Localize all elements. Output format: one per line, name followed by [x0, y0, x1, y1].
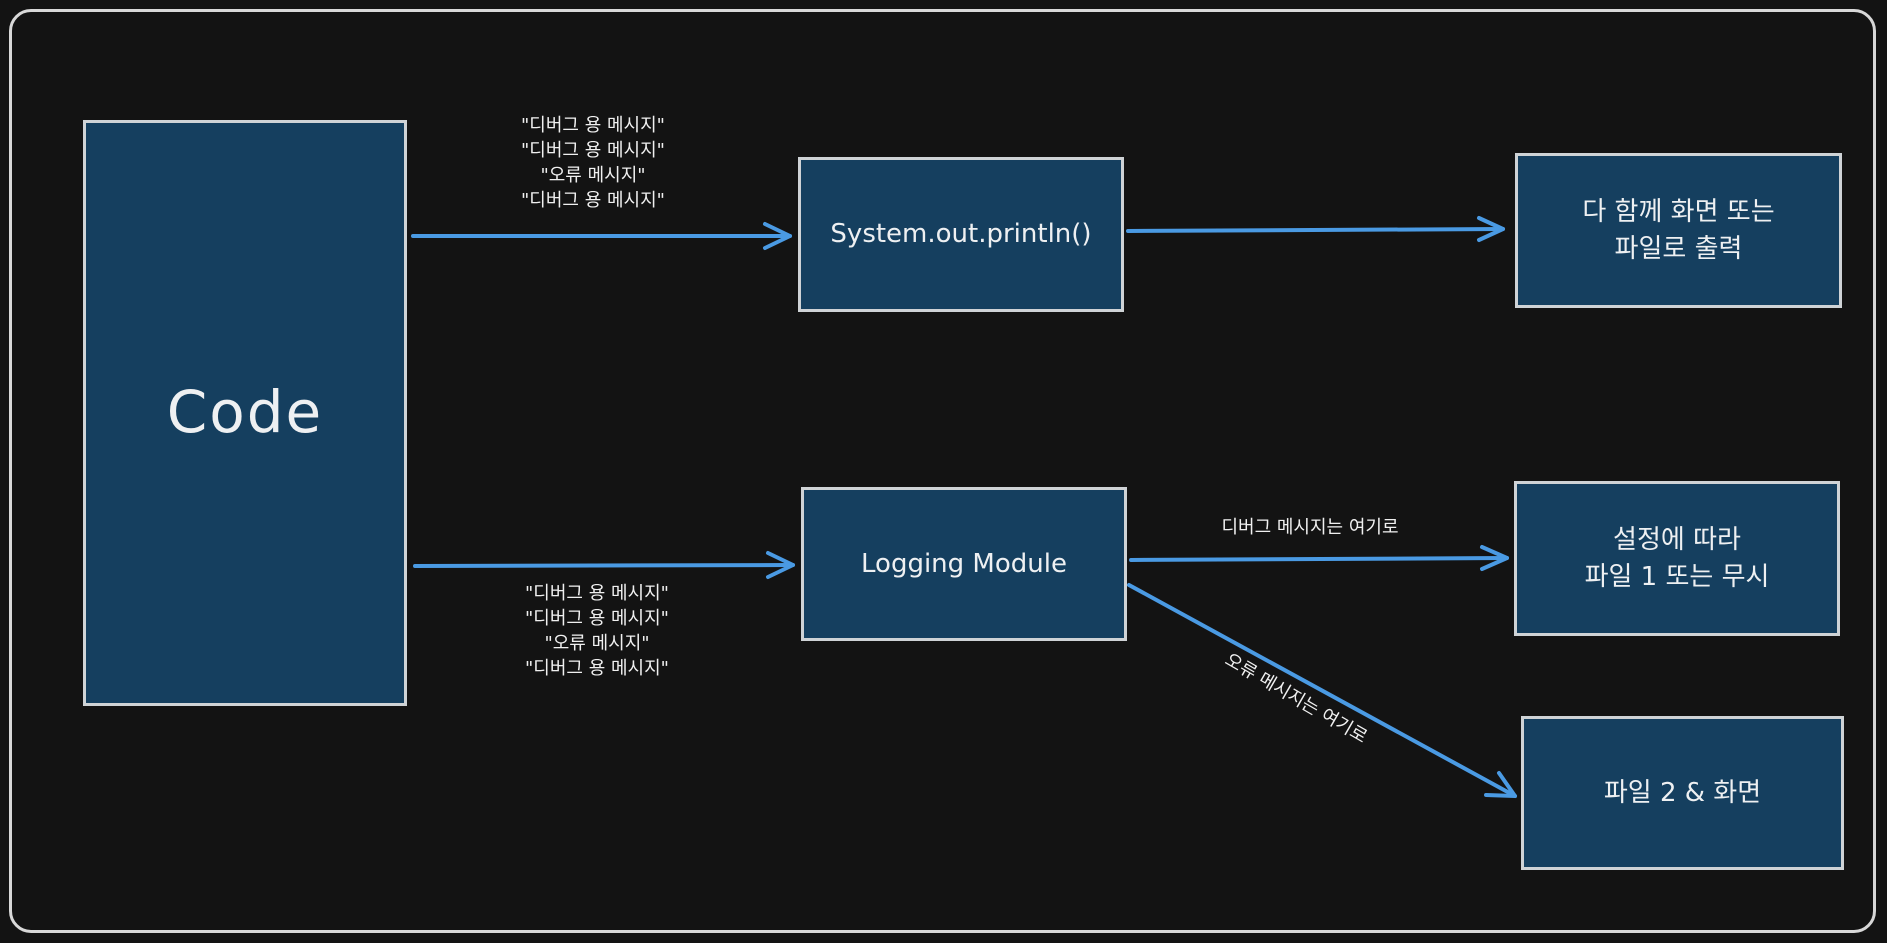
arrow-logging-to-file1 [1129, 545, 1509, 571]
arrow-logging-to-file2 [1127, 583, 1517, 798]
message-line: "디버그 용 메시지" [525, 583, 669, 604]
messages-top: "디버그 용 메시지" "디버그 용 메시지" "오류 메시지" "디버그 용 … [483, 113, 703, 213]
arrow-code-to-logging [413, 551, 795, 579]
arrow-sysout-to-output [1126, 216, 1505, 242]
message-line: "디버그 용 메시지" [521, 190, 665, 211]
arrow-code-to-sysout [411, 222, 792, 250]
diagram-frame [9, 9, 1876, 933]
message-line: "오류 메시지" [540, 165, 646, 186]
screen-or-file-output-box: 다 함께 화면 또는 파일로 출력 [1515, 153, 1842, 308]
system-out-println-box: System.out.println() [798, 157, 1124, 312]
code-box: Code [83, 120, 407, 706]
debug-route-label: 디버그 메시지는 여기로 [1221, 517, 1399, 538]
file2-and-screen-box: 파일 2 & 화면 [1521, 716, 1844, 870]
messages-bottom: "디버그 용 메시지" "디버그 용 메시지" "오류 메시지" "디버그 용 … [487, 581, 707, 681]
message-line: "디버그 용 메시지" [521, 115, 665, 136]
file1-or-ignore-box: 설정에 따라 파일 1 또는 무시 [1514, 481, 1840, 636]
message-line: "디버그 용 메시지" [525, 658, 669, 679]
logging-module-box: Logging Module [801, 487, 1127, 641]
message-line: "디버그 용 메시지" [525, 608, 669, 629]
message-line: "디버그 용 메시지" [521, 140, 665, 161]
message-line: "오류 메시지" [544, 633, 650, 654]
